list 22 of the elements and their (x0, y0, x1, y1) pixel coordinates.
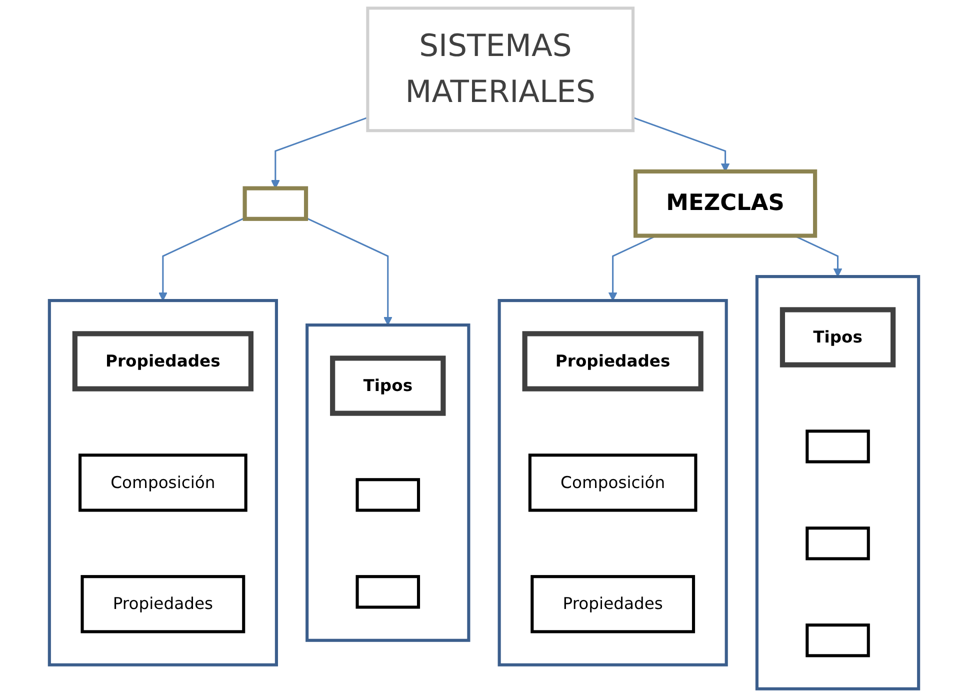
node-box: Tipos (780, 307, 896, 368)
node-box (806, 526, 870, 560)
node-box: Propiedades (522, 331, 704, 392)
arrow (306, 217, 392, 326)
node-box (806, 624, 870, 658)
node-box (242, 186, 308, 221)
arrow (158, 217, 246, 301)
cluster (755, 275, 920, 690)
node-box (356, 575, 420, 609)
node-box (356, 478, 420, 512)
node-box: SISTEMAS MATERIALES (366, 6, 635, 132)
node-box: Composición (528, 454, 698, 512)
node-box: Composición (78, 454, 248, 512)
node-box: Propiedades (80, 575, 246, 634)
node-box (806, 430, 870, 464)
cluster (498, 299, 728, 666)
cluster (306, 324, 470, 642)
node-box: Propiedades (530, 575, 696, 634)
cluster (48, 299, 278, 666)
node-box: Propiedades (72, 331, 254, 392)
node-box: Tipos (330, 356, 446, 416)
node-box: MEZCLAS (634, 169, 818, 238)
